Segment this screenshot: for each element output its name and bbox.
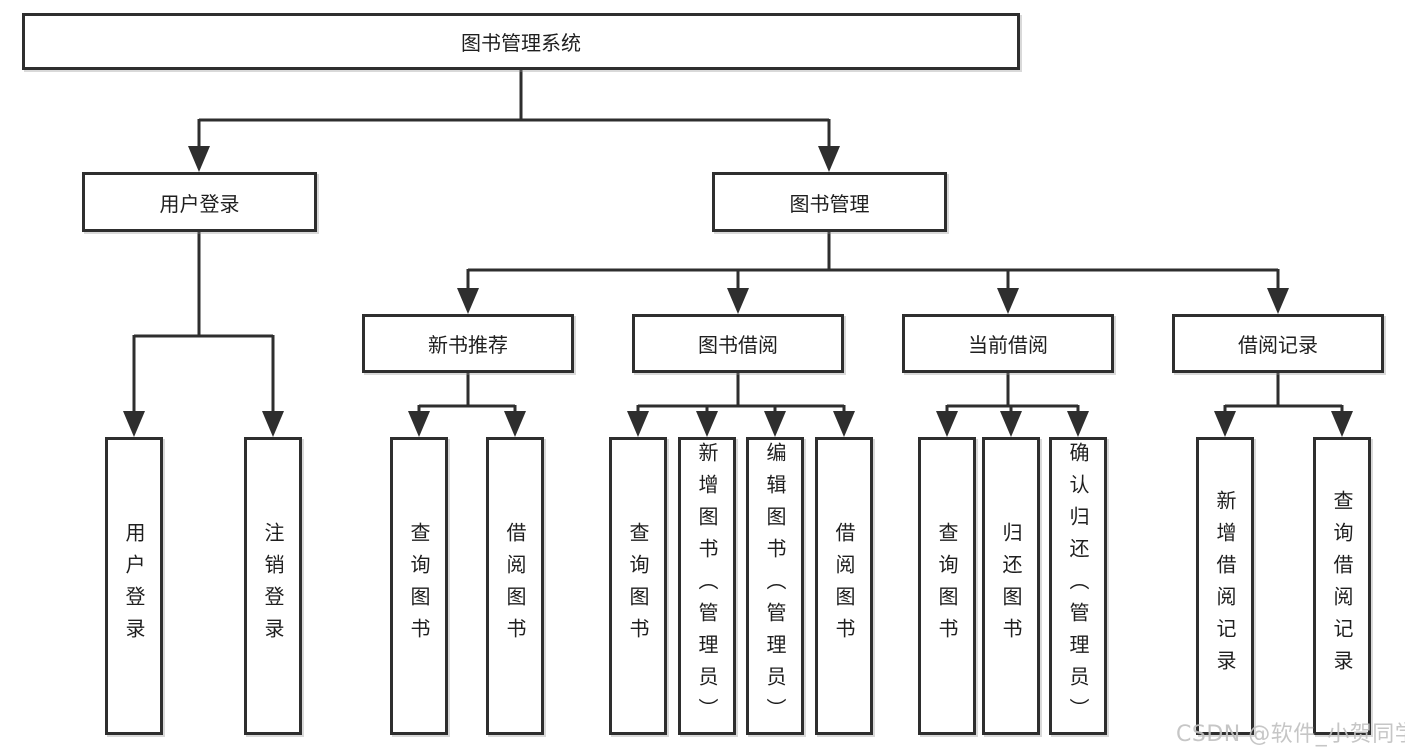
- leaf-current-query-books: 查询图书: [918, 437, 976, 735]
- leaf-query-borrow-record: 查询借阅记录: [1313, 437, 1371, 735]
- leaf-label: 用户登录: [122, 522, 146, 650]
- leaf-borrow-query-books: 查询图书: [609, 437, 667, 735]
- node-current-borrowing: 当前借阅: [902, 314, 1114, 373]
- arrowhead-icon: [833, 411, 855, 437]
- leaf-user-login: 用户登录: [105, 437, 163, 735]
- leaf-label: 归还图书: [999, 522, 1023, 650]
- leaf-label: 查询图书: [626, 522, 650, 650]
- arrowhead-icon: [123, 411, 145, 437]
- arrowhead-icon: [1000, 411, 1022, 437]
- leaf-borrow-books: 借阅图书: [815, 437, 873, 735]
- leaf-label: 查询图书: [935, 522, 959, 650]
- arrowhead-icon: [764, 411, 786, 437]
- node-label: 图书管理: [789, 191, 870, 216]
- leaf-edit-books-admin: 编辑图书（管理员）: [746, 437, 804, 735]
- csdn-watermark: CSDN @软件_小贺同学: [1176, 722, 1405, 747]
- node-library-management-system: 图书管理系统: [22, 13, 1020, 70]
- leaf-label: 编辑图书（管理员）: [763, 442, 787, 730]
- node-label: 用户登录: [159, 191, 240, 216]
- node-book-management: 图书管理: [712, 172, 947, 232]
- arrowhead-icon: [262, 411, 284, 437]
- arrowhead-icon: [997, 288, 1019, 314]
- arrowhead-icon: [936, 411, 958, 437]
- leaf-label: 确认归还（管理员）: [1066, 442, 1090, 730]
- arrowhead-icon: [627, 411, 649, 437]
- leaf-label: 查询图书: [407, 522, 431, 650]
- leaf-add-borrow-record: 新增借阅记录: [1196, 437, 1254, 735]
- leaf-logout: 注销登录: [244, 437, 302, 735]
- leaf-label: 新增图书（管理员）: [695, 442, 719, 730]
- node-label: 图书管理系统: [461, 31, 581, 55]
- node-new-book-recommendation: 新书推荐: [362, 314, 574, 373]
- leaf-return-books: 归还图书: [982, 437, 1040, 735]
- leaf-label: 注销登录: [261, 522, 285, 650]
- leaf-label: 新增借阅记录: [1213, 490, 1237, 682]
- node-label: 新书推荐: [428, 333, 508, 357]
- arrowhead-icon: [1267, 288, 1289, 314]
- arrowhead-icon: [188, 146, 210, 172]
- node-user-login: 用户登录: [82, 172, 317, 232]
- arrowhead-icon: [1331, 411, 1353, 437]
- leaf-confirm-return-admin: 确认归还（管理员）: [1049, 437, 1107, 735]
- leaf-label: 借阅图书: [832, 522, 856, 650]
- leaf-recommend-borrow-books: 借阅图书: [486, 437, 544, 735]
- arrowhead-icon: [818, 146, 840, 172]
- node-book-borrowing: 图书借阅: [632, 314, 844, 373]
- leaf-recommend-query-books: 查询图书: [390, 437, 448, 735]
- arrowhead-icon: [1067, 411, 1089, 437]
- node-label: 图书借阅: [698, 333, 778, 357]
- node-borrowing-records: 借阅记录: [1172, 314, 1384, 373]
- arrowhead-icon: [457, 288, 479, 314]
- leaf-label: 查询借阅记录: [1330, 490, 1354, 682]
- arrowhead-icon: [504, 411, 526, 437]
- node-label: 借阅记录: [1238, 333, 1318, 357]
- arrowhead-icon: [696, 411, 718, 437]
- arrowhead-icon: [1214, 411, 1236, 437]
- arrowhead-icon: [727, 288, 749, 314]
- arrowhead-icon: [408, 411, 430, 437]
- leaf-add-books-admin: 新增图书（管理员）: [678, 437, 736, 735]
- leaf-label: 借阅图书: [503, 522, 527, 650]
- node-label: 当前借阅: [968, 333, 1048, 357]
- tree-connector-path: [132, 70, 1344, 415]
